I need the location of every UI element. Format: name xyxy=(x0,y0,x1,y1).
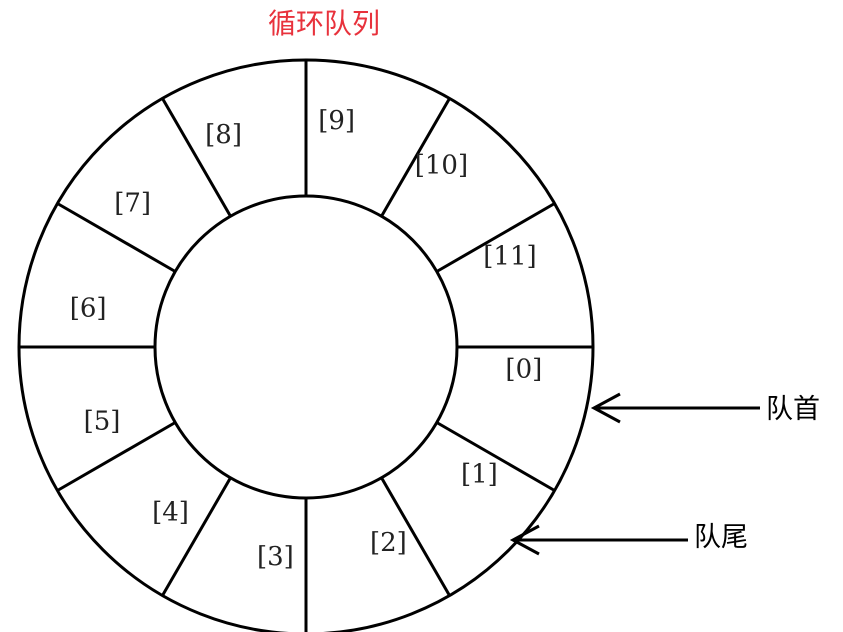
slot-label: [2] xyxy=(370,528,407,558)
slot-label: [10] xyxy=(415,151,468,181)
tail-pointer: 队尾 xyxy=(509,522,748,556)
slot-label: [11] xyxy=(483,242,536,272)
head-arrow-icon xyxy=(590,392,621,424)
slot-labels: [0] [1] [2] [3] [4] [5] [6] [7] [8] [9] [10] [11] xyxy=(70,106,543,572)
slot-divider xyxy=(436,421,556,492)
head-label: 队首 xyxy=(766,394,820,425)
head-pointer: 队首 xyxy=(590,392,820,425)
slot-divider xyxy=(436,202,556,273)
slot-dividers xyxy=(19,60,593,632)
diagram-title: 循环队列 xyxy=(267,7,380,40)
slot-divider xyxy=(56,202,176,273)
slot-divider xyxy=(56,421,176,492)
slot-divider xyxy=(380,97,451,217)
slot-label: [7] xyxy=(114,189,151,219)
slot-label: [3] xyxy=(257,542,294,572)
slot-label: [8] xyxy=(205,120,242,150)
slot-divider xyxy=(161,477,232,597)
slot-label: [1] xyxy=(461,459,498,489)
slot-label: [4] xyxy=(152,497,189,527)
slot-label: [5] xyxy=(84,406,121,436)
slot-divider xyxy=(161,97,232,217)
slot-divider xyxy=(380,477,451,597)
inner-ring xyxy=(153,194,459,500)
queue-ring: [0] [1] [2] [3] [4] [5] [6] [7] [8] [9] [10] [11] xyxy=(17,58,595,632)
slot-label: [6] xyxy=(70,293,107,323)
tail-arrow-icon xyxy=(509,524,540,556)
slot-label: [0] xyxy=(505,355,542,385)
tail-label: 队尾 xyxy=(694,522,748,553)
slot-label: [9] xyxy=(318,106,355,136)
